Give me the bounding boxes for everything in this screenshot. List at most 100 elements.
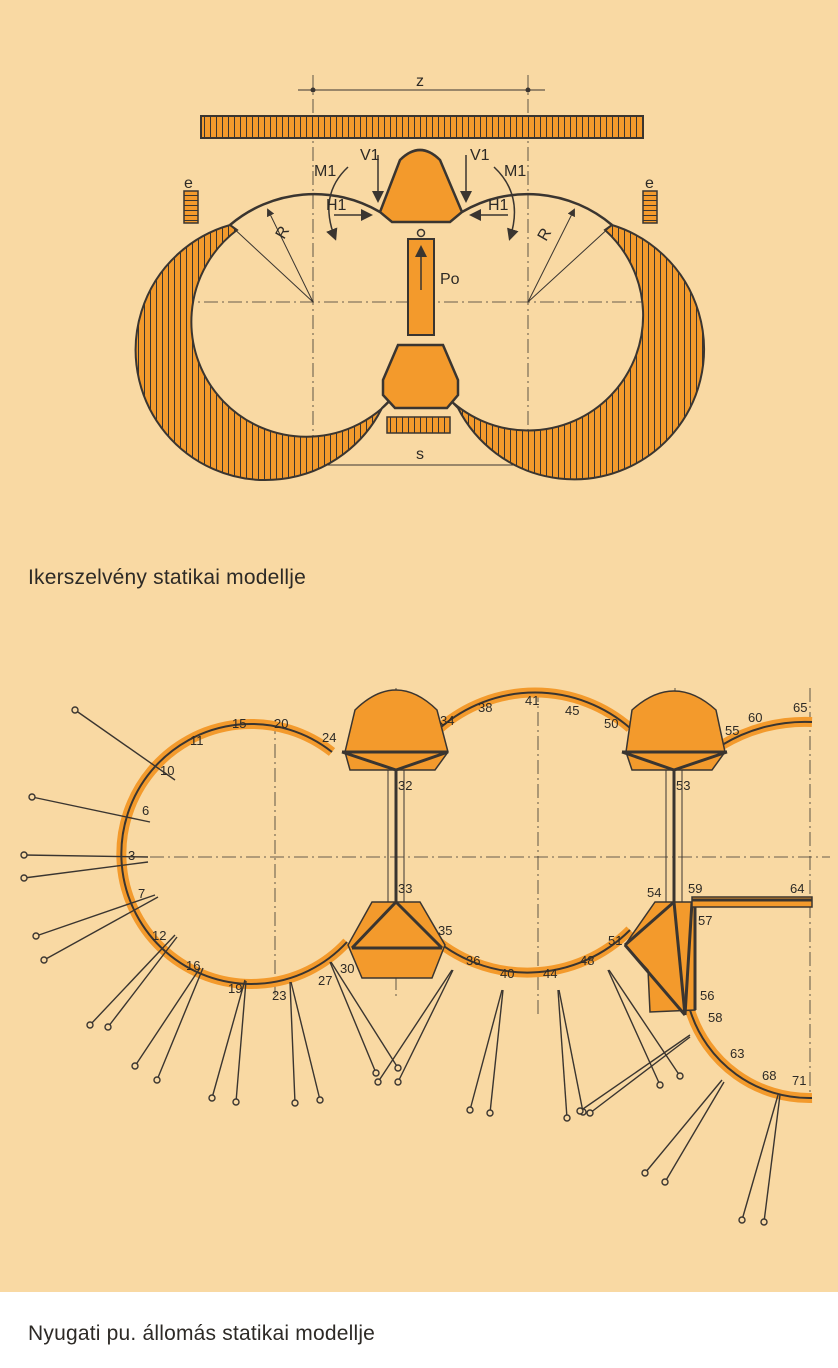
node-label: 58 bbox=[708, 1010, 722, 1025]
label-v1-left: V1 bbox=[360, 147, 380, 164]
e-block-right bbox=[642, 190, 658, 224]
ground-anchors bbox=[20, 706, 781, 1226]
anchor-head bbox=[291, 1099, 299, 1107]
node-label: 24 bbox=[322, 730, 336, 745]
node-label: 50 bbox=[604, 716, 618, 731]
caption-station-model: Nyugati pu. állomás statikai modellje bbox=[28, 1322, 376, 1345]
label-r-right: R bbox=[535, 225, 556, 244]
anchor-line bbox=[741, 1094, 779, 1221]
node-label: 53 bbox=[676, 778, 690, 793]
anchor-line bbox=[763, 1094, 781, 1223]
anchor-head bbox=[372, 1069, 380, 1077]
anchor-head bbox=[86, 1021, 94, 1029]
anchor-head bbox=[738, 1216, 746, 1224]
anchor-head bbox=[32, 932, 40, 940]
node-label: 56 bbox=[700, 988, 714, 1003]
slab-59-64 bbox=[691, 896, 813, 908]
label-r-left: R bbox=[273, 223, 294, 242]
node-label: 45 bbox=[565, 703, 579, 718]
node-label: 12 bbox=[152, 928, 166, 943]
node-label: 15 bbox=[232, 716, 246, 731]
anchor-line bbox=[489, 989, 504, 1114]
node-label: 33 bbox=[398, 881, 412, 896]
left-ring-hatched bbox=[134, 223, 396, 481]
top-node-block bbox=[378, 148, 464, 224]
anchor-head bbox=[466, 1106, 474, 1114]
anchor-head bbox=[760, 1218, 768, 1226]
anchor-line bbox=[31, 796, 151, 823]
caption-twin-section: Ikerszelvény statikai modellje bbox=[28, 566, 306, 589]
anchor-line bbox=[74, 709, 176, 781]
anchor-head bbox=[28, 793, 36, 801]
label-s: s bbox=[416, 446, 424, 463]
anchor-line bbox=[557, 989, 568, 1119]
radius-lines bbox=[229, 208, 613, 303]
anchor-line bbox=[235, 980, 247, 1103]
top-diagram-labels: z s e e M1 M1 V1 V1 H1 H1 Po R R bbox=[184, 73, 654, 463]
anchor-line bbox=[107, 936, 178, 1028]
anchor-head bbox=[316, 1096, 324, 1104]
anchor-line bbox=[156, 967, 204, 1081]
node-label: 32 bbox=[398, 778, 412, 793]
label-m1-right: M1 bbox=[504, 163, 526, 180]
node-label: 68 bbox=[762, 1068, 776, 1083]
anchor-line bbox=[397, 969, 454, 1083]
ring-bands bbox=[116, 687, 813, 1104]
anchor-line bbox=[664, 1081, 725, 1183]
anchor-line bbox=[330, 961, 399, 1069]
node-label: 10 bbox=[160, 763, 174, 778]
node-label: 54 bbox=[647, 885, 661, 900]
center-lines-bottom bbox=[150, 688, 830, 1100]
node-label: 55 bbox=[725, 723, 739, 738]
node-label: 35 bbox=[438, 923, 452, 938]
anchor-line bbox=[43, 896, 159, 961]
anchor-head bbox=[208, 1094, 216, 1102]
node-label: 44 bbox=[543, 966, 557, 981]
anchor-line bbox=[89, 934, 176, 1026]
e-block-left bbox=[183, 190, 199, 224]
node-label: 65 bbox=[793, 700, 807, 715]
node-label: 57 bbox=[698, 913, 712, 928]
anchor-line bbox=[35, 894, 156, 937]
anchor-head bbox=[563, 1114, 571, 1122]
anchor-line bbox=[579, 1034, 691, 1112]
anchor-line bbox=[290, 981, 321, 1101]
node-label: 30 bbox=[340, 961, 354, 976]
anchor-head bbox=[656, 1081, 664, 1089]
anchor-line bbox=[644, 1079, 723, 1174]
anchor-head bbox=[586, 1109, 594, 1117]
node-label: 3 bbox=[128, 848, 135, 863]
station-model bbox=[20, 687, 830, 1226]
anchor-head bbox=[153, 1076, 161, 1084]
node-labels: 3671011121516192023242730323334353638404… bbox=[128, 693, 807, 1088]
anchor-line bbox=[289, 981, 296, 1104]
anchor-head bbox=[374, 1078, 382, 1086]
node-label: 34 bbox=[440, 713, 454, 728]
bottom-slab bbox=[386, 416, 451, 434]
label-e-left: e bbox=[184, 175, 193, 192]
node-label: 63 bbox=[730, 1046, 744, 1061]
node-label: 36 bbox=[466, 953, 480, 968]
node-label: 40 bbox=[500, 966, 514, 981]
anchor-head bbox=[40, 956, 48, 964]
node-label: 19 bbox=[228, 981, 242, 996]
label-h1-right: H1 bbox=[488, 197, 509, 214]
anchor-line bbox=[23, 854, 149, 858]
label-po: Po bbox=[440, 271, 460, 288]
anchor-line bbox=[23, 861, 149, 879]
label-m1-left: M1 bbox=[314, 163, 336, 180]
label-h1-left: H1 bbox=[326, 197, 347, 214]
anchor-head bbox=[641, 1169, 649, 1177]
anchor-head bbox=[20, 874, 28, 882]
node-label: 38 bbox=[478, 700, 492, 715]
anchor-line bbox=[608, 969, 681, 1077]
anchor-head bbox=[232, 1098, 240, 1106]
anchor-line bbox=[558, 989, 584, 1113]
node-block-33 bbox=[347, 901, 446, 979]
right-upper-arc bbox=[461, 192, 613, 226]
anchor-head bbox=[576, 1107, 584, 1115]
anchor-head bbox=[486, 1109, 494, 1117]
node-label: 11 bbox=[190, 733, 204, 748]
